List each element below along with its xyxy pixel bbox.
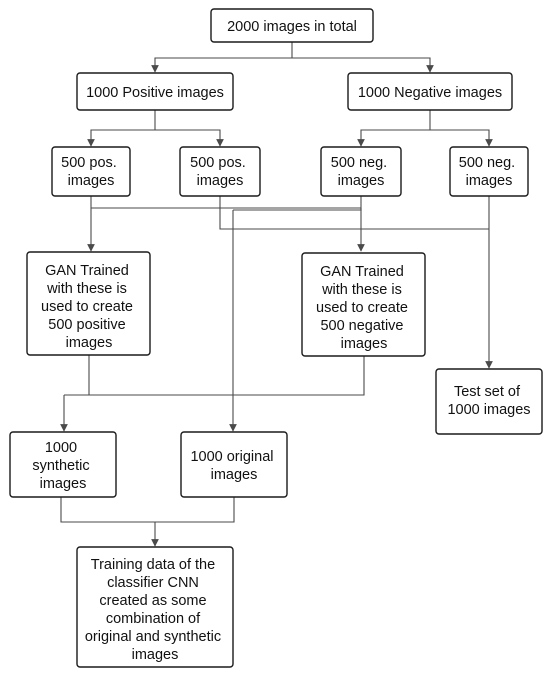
node-synthetic-line: 1000: [45, 440, 77, 456]
edge-negative-to-neg2: [430, 129, 493, 147]
node-gan-pos-label: GAN Trained with these is used to create…: [41, 263, 137, 351]
node-original-label: 1000 original images: [190, 449, 277, 483]
node-training-box: [76, 546, 234, 668]
node-original-line: images: [211, 467, 258, 483]
node-negative-box: [347, 72, 513, 111]
node-neg2-box: [449, 146, 529, 197]
node-neg2: 500 neg. images: [449, 146, 529, 197]
node-pos2-box: [179, 146, 261, 197]
node-neg2-label: 500 neg. images: [459, 155, 519, 189]
node-gan-neg-line: with these is: [321, 282, 402, 298]
node-pos1: 500 pos. images: [51, 146, 131, 197]
edge-synthetic-to-training: [60, 497, 155, 523]
edge-gan-pos-to-synthetic: [64, 355, 90, 396]
node-training-line: Training data of the: [91, 557, 215, 573]
node-gan-pos-line: GAN Trained: [45, 263, 129, 279]
node-test-set: Test set of 1000 images: [435, 368, 543, 435]
edge-positive-to-pos2: [155, 129, 224, 147]
node-original-box: [180, 431, 288, 498]
node-total-box: [210, 8, 374, 43]
node-gan-neg-line: 500 negative: [320, 318, 403, 334]
node-positive-line: 1000 Positive images: [86, 85, 224, 101]
node-gan-neg-box: [301, 252, 426, 357]
node-neg1-box: [320, 146, 402, 197]
node-neg1-label: 500 neg. images: [331, 155, 391, 189]
node-positive: 1000 Positive images: [76, 72, 234, 111]
node-test-set-line: Test set of: [454, 384, 521, 400]
node-gan-neg-line: images: [341, 336, 388, 352]
edge-total-to-negative: [292, 57, 434, 73]
connectors: [60, 42, 493, 547]
node-gan-pos-box: [26, 251, 151, 356]
node-synthetic-line: images: [40, 476, 87, 492]
node-positive-box: [76, 72, 234, 111]
node-pos2-label: 500 pos. images: [190, 155, 250, 189]
node-synthetic-line: synthetic: [32, 458, 89, 474]
node-gan-neg-line: GAN Trained: [320, 264, 404, 280]
node-test-set-label: Test set of 1000 images: [447, 384, 530, 418]
node-training-line: created as some: [99, 593, 206, 609]
node-gan-neg-line: used to create: [316, 300, 408, 316]
node-gan-pos-line: images: [66, 335, 113, 351]
node-neg1-line: 500 neg.: [331, 155, 387, 171]
edge-to-original-trunk: [233, 208, 362, 211]
edge-original-to-training: [155, 497, 235, 523]
node-training-line: original and synthetic: [85, 629, 221, 645]
edge-gan-neg-to-synthetic: [89, 356, 365, 396]
node-pos1-label: 500 pos. images: [61, 155, 121, 189]
node-pos1-line: 500 pos.: [61, 155, 117, 171]
node-original-line: 1000 original: [190, 449, 273, 465]
node-neg2-line: 500 neg.: [459, 155, 515, 171]
node-negative-label: 1000 Negative images: [358, 85, 502, 101]
node-neg1: 500 neg. images: [320, 146, 402, 197]
edge-positive-to-pos1: [87, 110, 156, 147]
node-training-line: combination of: [106, 611, 201, 627]
node-total-line: 2000 images in total: [227, 19, 357, 35]
node-pos2-line: 500 pos.: [190, 155, 246, 171]
node-neg2-line: images: [466, 173, 513, 189]
node-negative: 1000 Negative images: [347, 72, 513, 111]
edge-total-to-positive: [151, 42, 293, 73]
node-synthetic: 1000 synthetic images: [9, 431, 117, 498]
node-negative-line: 1000 Negative images: [358, 85, 502, 101]
node-gan-pos: GAN Trained with these is used to create…: [26, 251, 151, 356]
node-training: Training data of the classifier CNN crea…: [76, 546, 234, 668]
node-neg1-line: images: [338, 173, 385, 189]
node-synthetic-label: 1000 synthetic images: [32, 440, 93, 492]
node-pos2: 500 pos. images: [179, 146, 261, 197]
node-pos1-line: images: [68, 173, 115, 189]
node-gan-pos-line: with these is: [46, 281, 127, 297]
edge-negative-to-neg1: [357, 110, 431, 147]
node-gan-pos-line: 500 positive: [48, 317, 125, 333]
node-positive-label: 1000 Positive images: [86, 85, 224, 101]
node-gan-neg: GAN Trained with these is used to create…: [301, 252, 426, 357]
node-pos1-box: [51, 146, 131, 197]
node-gan-neg-label: GAN Trained with these is used to create…: [316, 264, 412, 352]
edge-pos2-to-test-bus: [219, 196, 489, 230]
node-pos2-line: images: [197, 173, 244, 189]
node-synthetic-box: [9, 431, 117, 498]
node-total-label: 2000 images in total: [227, 19, 357, 35]
node-test-set-line: 1000 images: [447, 402, 530, 418]
node-gan-pos-line: used to create: [41, 299, 133, 315]
node-training-label: Training data of the classifier CNN crea…: [85, 557, 225, 663]
node-test-set-box: [435, 368, 543, 435]
node-training-line: classifier CNN: [107, 575, 199, 591]
node-total: 2000 images in total: [210, 8, 374, 43]
node-original: 1000 original images: [180, 431, 288, 498]
node-training-line: images: [132, 647, 179, 663]
